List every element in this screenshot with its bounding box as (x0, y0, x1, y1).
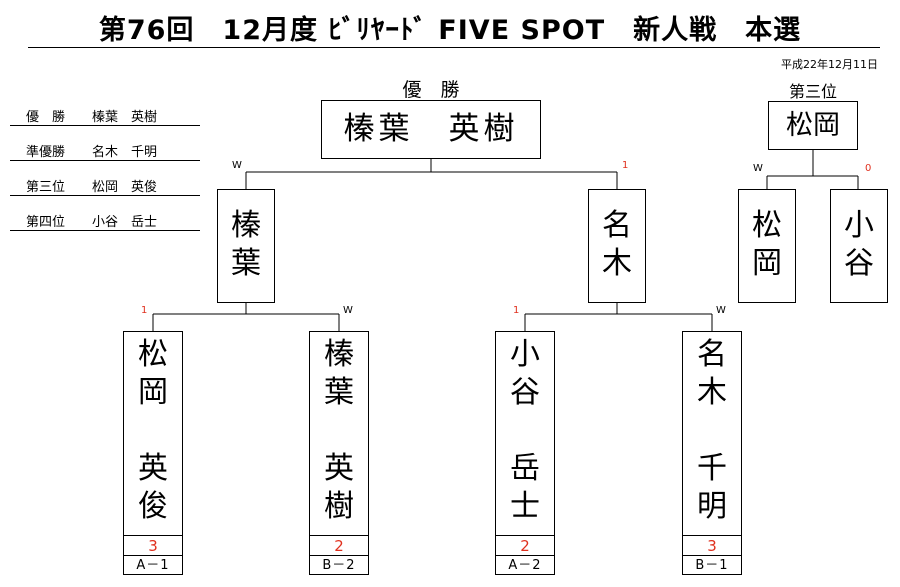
title-underline (28, 47, 880, 48)
finalist-right-box: 名木 (588, 189, 646, 303)
r1-p2-score: 2 (310, 535, 368, 556)
r1-p3-seed: A－2 (496, 555, 554, 576)
r1-p4-name: 名 木 千 明 (683, 332, 741, 536)
name-char: 岳 (510, 451, 540, 486)
name-char: 英 (138, 451, 168, 486)
name-char: 樹 (324, 489, 354, 524)
name-char: 名 (697, 337, 727, 372)
name-char: 葉 (324, 375, 354, 410)
r1-p1-mark: 1 (141, 305, 148, 316)
name-gap (683, 412, 741, 450)
result-rank: 準優勝 (26, 145, 66, 160)
third-right-name: 小谷 (844, 208, 874, 281)
champion-box: 榛葉 英樹 (321, 100, 541, 159)
r1-p2-seed: B－2 (310, 555, 368, 576)
r1-p3-box: 小 谷 岳 士 2 A－2 (495, 331, 555, 575)
name-char: 英 (324, 451, 354, 486)
third-left-mark: W (753, 163, 763, 174)
name-char: 木 (697, 375, 727, 410)
result-name: 名木 千明 (92, 145, 158, 160)
champion-caption: 優 勝 (402, 79, 460, 101)
r1-p2-name: 榛 葉 英 樹 (310, 332, 368, 536)
name-gap (496, 412, 554, 450)
page-title: 第76回 12月度 ﾋﾞﾘﾔｰﾄﾞ FIVE SPOT 新人戦 本選 (98, 15, 802, 46)
third-right-mark: 0 (865, 163, 872, 174)
r1-p1-name: 松 岡 英 俊 (124, 332, 182, 536)
result-rank: 第四位 (26, 215, 66, 230)
r1-p3-name: 小 谷 岳 士 (496, 332, 554, 536)
third-place-caption: 第三位 (788, 82, 837, 101)
r1-p2-box: 榛 葉 英 樹 2 B－2 (309, 331, 369, 575)
result-rank: 優 勝 (26, 110, 66, 125)
event-date: 平成22年12月11日 (781, 58, 878, 71)
result-row-2nd: 準優勝 名木 千明 (10, 138, 200, 161)
name-char: 榛 (324, 337, 354, 372)
result-row-3rd: 第三位 松岡 英俊 (10, 173, 200, 196)
name-char: 岡 (138, 375, 168, 410)
name-char: 千 (697, 451, 727, 486)
result-row-1st: 優 勝 榛葉 英樹 (10, 103, 200, 126)
name-char: 士 (510, 489, 540, 524)
r1-p4-seed: B－1 (683, 555, 741, 576)
name-gap (310, 412, 368, 450)
name-gap (124, 412, 182, 450)
name-char: 小 (510, 337, 540, 372)
name-char: 俊 (138, 489, 168, 524)
r1-p1-box: 松 岡 英 俊 3 A－1 (123, 331, 183, 575)
r1-p3-mark: 1 (513, 305, 520, 316)
name-char: 松 (138, 337, 168, 372)
name-char: 谷 (510, 375, 540, 410)
result-name: 小谷 岳士 (92, 215, 158, 230)
third-left-name: 松岡 (752, 208, 782, 281)
r1-p2-mark: W (343, 305, 353, 316)
finalist-left-box: 榛葉 (217, 189, 275, 303)
r1-p1-seed: A－1 (124, 555, 182, 576)
third-place-winner-box: 松岡 (768, 101, 858, 150)
name-char: 明 (697, 489, 727, 524)
result-name: 松岡 英俊 (92, 180, 158, 195)
r1-p3-score: 2 (496, 535, 554, 556)
result-name: 榛葉 英樹 (92, 110, 158, 125)
r1-p4-mark: W (716, 305, 726, 316)
finalist-right-name: 名木 (602, 208, 632, 281)
third-left-box: 松岡 (738, 189, 796, 303)
third-right-box: 小谷 (830, 189, 888, 303)
final-right-mark: 1 (622, 160, 629, 171)
r1-p4-score: 3 (683, 535, 741, 556)
result-row-4th: 第四位 小谷 岳士 (10, 208, 200, 231)
r1-p1-score: 3 (124, 535, 182, 556)
finalist-left-name: 榛葉 (231, 208, 261, 281)
result-rank: 第三位 (26, 180, 66, 195)
final-left-mark: W (232, 160, 242, 171)
r1-p4-box: 名 木 千 明 3 B－1 (682, 331, 742, 575)
